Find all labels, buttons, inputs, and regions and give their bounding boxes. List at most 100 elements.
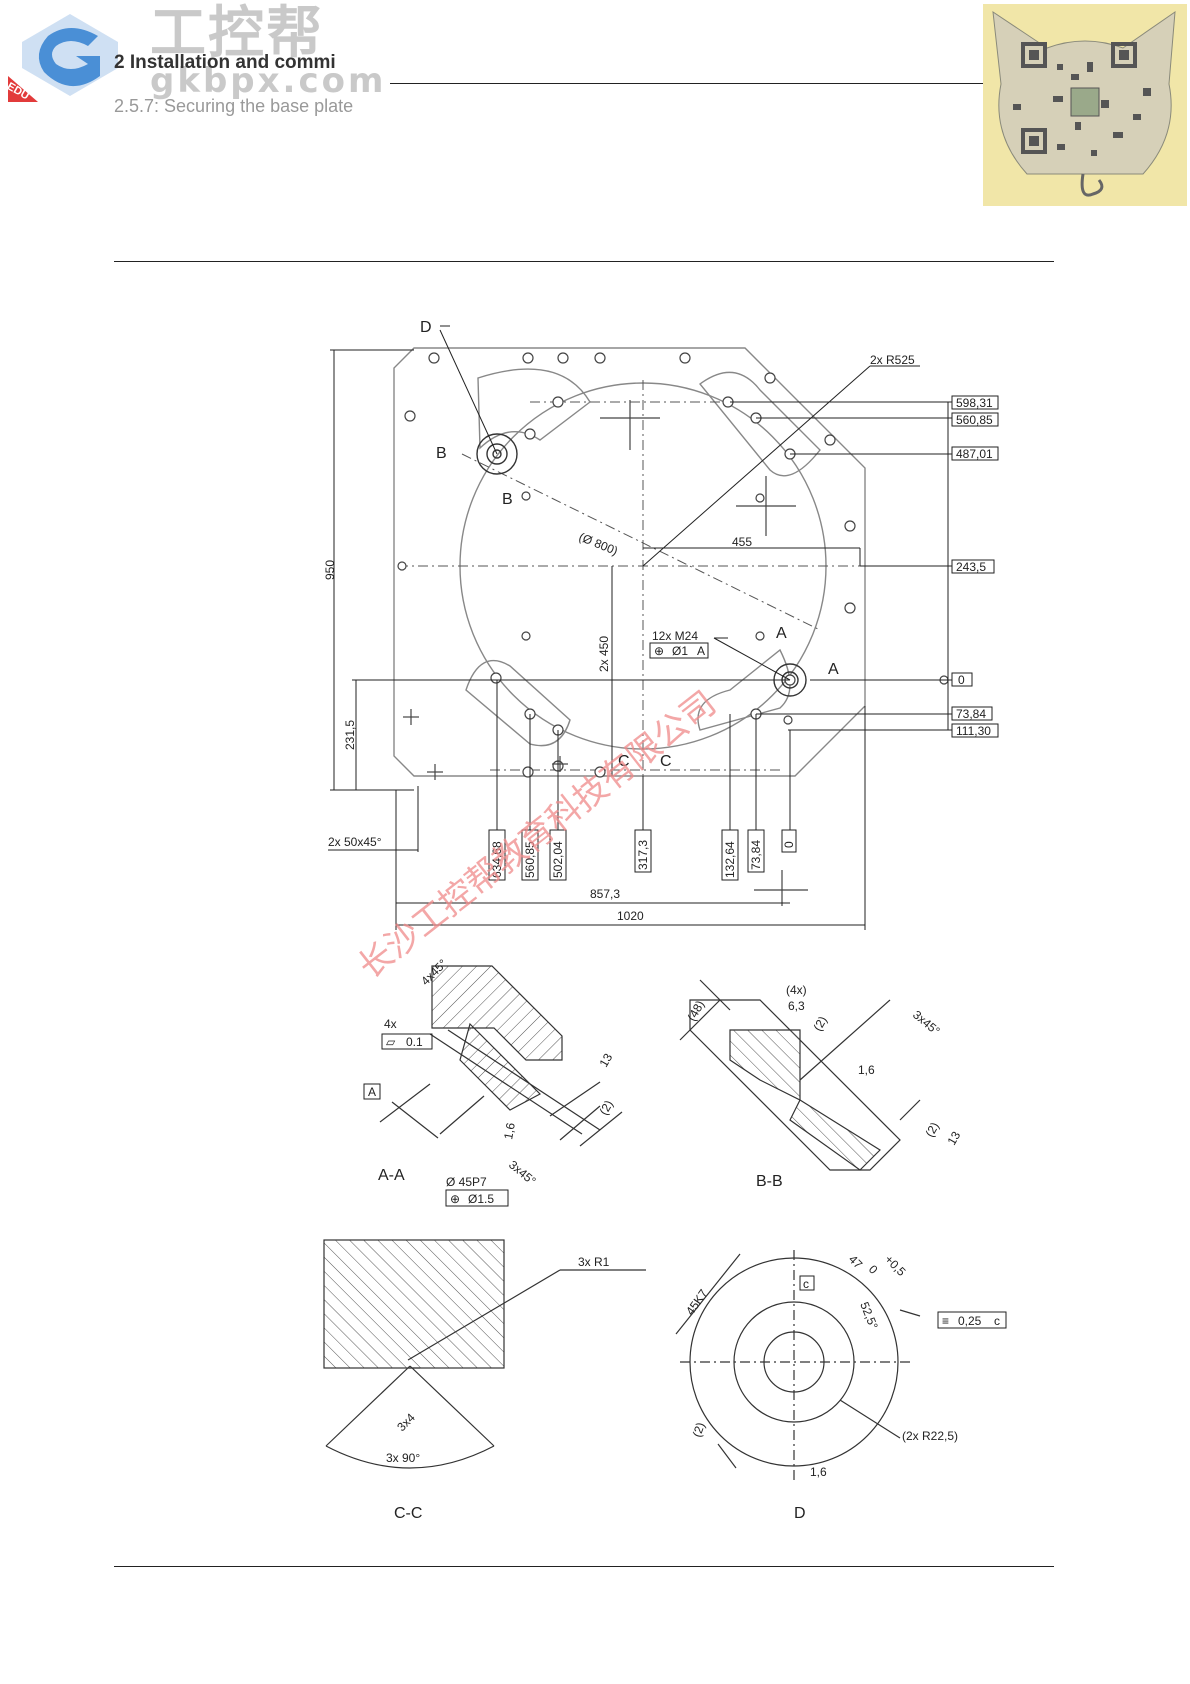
aa-dim-4: A [368,1085,376,1099]
edu-badge-icon: EDU [8,80,31,102]
position-symbol-2-icon: ⊕ [450,1192,460,1206]
callout-d: D [420,319,432,336]
gkb-logo-icon [8,6,132,102]
watermark-text: 长沙工控帮教育科技有限公司 [351,683,724,987]
d-dim-2: +0,5 [882,1252,909,1279]
aa-dim-9: Ø 45P7 [446,1175,487,1189]
d-dim-1: 47 [846,1252,866,1272]
d-dim-9: (2) [690,1420,708,1439]
chapter-title: 2 Installation and commi [114,52,336,73]
right-dim-7: 111,30 [956,724,991,738]
dim-radius: 2x R525 [870,353,915,367]
aa-dim-2: 4x [384,1017,397,1031]
dim-height-950: 950 [323,560,337,580]
detail-d-drawing [675,1250,921,1480]
logo-url-text: gkbpx.com [150,61,387,101]
d-dim-5: 0,25 [958,1314,982,1328]
pin-holes [476,433,807,697]
right-dim-1: 598,31 [956,396,993,410]
position-tolerance-frame [649,642,709,659]
logo-chinese-text: 工控帮 [150,1,324,66]
callout-b-1: B [436,445,447,462]
aa-tolerance-frame [445,1189,509,1207]
bb-dim-2: (4x) [786,983,807,997]
right-dim-5: 0 [958,673,965,687]
dim-circle: (Ø 800) [577,530,620,558]
datum-c-frame [799,1275,815,1291]
edu-badge-text: EDU [8,80,31,102]
d-dim-6: c [994,1314,1000,1328]
bottom-dim-2: 560,85 [523,841,537,878]
aa-dim-5: 1,6 [501,1121,518,1140]
right-dim-4: 243,5 [956,560,986,574]
section-cc-drawing [323,1239,646,1469]
qr-code-cat-icon [983,4,1187,206]
dim-857: 857,3 [590,887,620,901]
right-dim-3: 487,01 [956,447,993,461]
bb-dim-7: (2) [922,1120,941,1140]
right-dimension-boxes [951,395,999,738]
aa-dim-7: (2) [596,1098,615,1118]
callout-c-2: C [660,753,672,770]
bottom-dim-7: 0 [782,841,796,848]
datum-a-frame [363,1083,381,1100]
bottom-dim-5: 132,64 [723,841,737,878]
aa-dim-10: Ø1.5 [468,1192,494,1206]
d-dim-3: 0 [866,1262,881,1277]
section-bb-title: B-B [756,1173,783,1190]
crosshair-marks [403,400,808,906]
bottom-dim-6: 73,84 [749,840,763,870]
aa-dim-6: 13 [596,1051,615,1070]
bb-dim-4: (2) [810,1014,829,1034]
dim-231: 231,5 [343,720,357,750]
section-bb-drawing [679,979,921,1171]
right-dim-2: 560,85 [956,413,993,427]
callout-a-2: A [828,661,839,678]
flatness-icon: ▱ [386,1035,396,1049]
section-cc-title: C-C [394,1505,422,1522]
d-dim-7: 45K7 [683,1286,711,1317]
section-aa-title: A-A [378,1167,405,1184]
dim-thread: 12x M24 [652,629,698,643]
content-top-rule [114,261,1054,262]
d-dim-8: 52,5° [857,1300,881,1332]
aa-dim-8: 3x45° [506,1158,539,1189]
cc-dim-3: 3x 90° [386,1451,420,1465]
bb-dim-5: 3x45° [910,1008,943,1039]
mounting-holes [397,352,949,778]
section-aa-drawing [379,965,623,1147]
dim-position-tol: Ø1 [672,644,688,658]
header-rule [390,83,1050,84]
dim-1020: 1020 [617,909,644,923]
dim-chamfer: 2x 50x45° [328,835,382,849]
footer-rule [114,1566,1054,1567]
dim-455: 455 [732,535,752,549]
cc-dim-2: 3x4 [394,1410,418,1434]
d-dim-11: 1,6 [810,1465,827,1479]
aa-dim-3: 0.1 [406,1035,423,1049]
position-symbol-icon: ⊕ [654,644,664,658]
callout-b-2: B [502,491,513,508]
flatness-frame [381,1033,433,1050]
d-dim-10: (2x R22,5) [902,1429,958,1443]
right-dim-6: 73,84 [956,707,986,721]
symmetry-tolerance-frame [937,1311,1007,1329]
bottom-dimension-boxes [488,829,797,881]
d-dim-4: c [803,1277,809,1291]
bottom-dim-4: 317,3 [636,840,650,870]
dim-datum-a: A [697,644,705,658]
dim-holes-spacing: 2x 450 [597,636,611,672]
section-title: 2.5.7: Securing the base plate [114,96,354,116]
symmetry-icon: ≡ [942,1314,949,1328]
cc-dim-1: 3x R1 [578,1255,610,1269]
bottom-dim-3: 502,04 [551,841,565,878]
bb-dim-8: 13 [944,1129,963,1148]
bb-dim-6: 1,6 [858,1063,875,1077]
dimension-lines [328,325,955,930]
bottom-dim-1: 634,68 [490,841,504,878]
callout-c-1: C [618,753,630,770]
callout-a-1: A [776,625,787,642]
bb-dim-3: 6,3 [788,999,805,1013]
detail-d-title: D [794,1505,806,1522]
